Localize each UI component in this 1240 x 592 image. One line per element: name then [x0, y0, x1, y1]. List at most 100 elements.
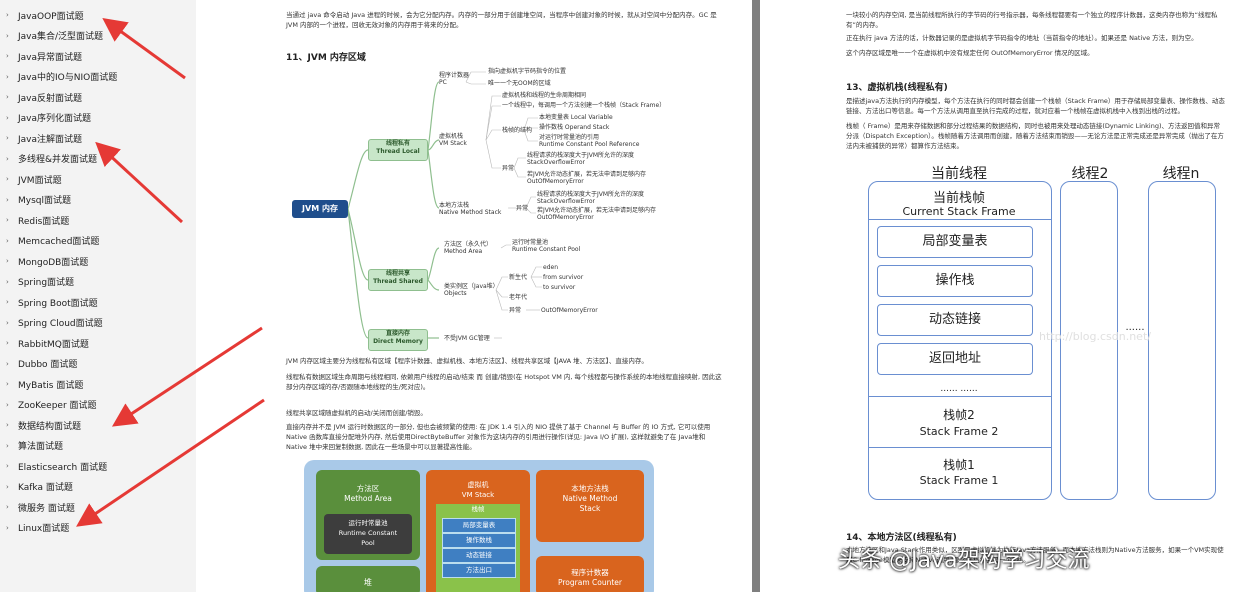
mm-vs-3a: 本地变量表 Local Variable	[539, 114, 613, 121]
frame1-divider-top	[868, 447, 1052, 448]
mm-heap-ex: 异常	[509, 307, 522, 314]
mindmap-root: JVM 内存	[292, 200, 348, 218]
diagram-frame-label: 栈帧	[471, 505, 485, 513]
label-frame1-en: Stack Frame 1	[919, 474, 999, 487]
sidebar-item[interactable]: › ZooKeeper 面试题	[6, 397, 97, 413]
sidebar-item[interactable]: ›Dubbo 面试题	[6, 356, 77, 372]
chevron-right-icon[interactable]: ›	[6, 52, 9, 60]
chevron-right-icon[interactable]: ›	[6, 523, 9, 532]
diagram-method-area-label: 方法区 Method Area	[344, 484, 392, 503]
stack-frame-item: 局部变量表	[877, 226, 1033, 258]
paragraph-14: 本地方法区和Java Stack作用类似，区别是虚拟机栈为执行Java方法服务，…	[846, 546, 1224, 564]
diagram-frame-item: 动态链接	[442, 548, 516, 563]
mm-vs-4b: 若JVM允许动态扩展，若无法申请到足够内存 OutOfMemoryError	[527, 171, 647, 185]
chevron-right-icon[interactable]: ›	[6, 154, 9, 163]
sidebar-item[interactable]: › 微服务 面试题	[6, 499, 75, 515]
chevron-right-icon[interactable]: ›	[6, 175, 9, 183]
chevron-right-icon[interactable]: ›	[6, 134, 9, 142]
sidebar-item[interactable]: ›Spring面试题	[6, 274, 74, 290]
chevron-right-icon[interactable]: ›	[6, 236, 9, 245]
diagram-rcp-box: 运行时常量池 Runtime Constant Pool	[324, 514, 412, 554]
sidebar-item[interactable]: › JavaOOP面试题	[6, 7, 84, 23]
sidebar-item[interactable]: ›Java注解面试题	[6, 130, 82, 146]
mm-vs-3c: 对运行时常量池的引用 Runtime Constant Pool Referen…	[539, 134, 640, 148]
sidebar-item[interactable]: › Kafka 面试题	[6, 479, 73, 495]
chevron-right-icon[interactable]: ›	[6, 503, 9, 511]
mindmap-direct-memory: 直接内存 Direct Memory	[368, 329, 428, 351]
label-current-frame: 当前栈帧	[932, 191, 985, 206]
chevron-right-icon[interactable]: ›	[6, 441, 9, 450]
chevron-right-icon[interactable]: ›	[6, 195, 9, 204]
sidebar-item-label: Mysql面试题	[18, 196, 71, 206]
label-dots2: ......	[1125, 322, 1145, 333]
mm-nm-1: 异常	[516, 205, 529, 212]
chevron-right-icon[interactable]: ›	[6, 277, 9, 286]
label-frame2-en: Stack Frame 2	[919, 425, 999, 438]
sidebar-item[interactable]: › 多线程&并发面试题	[6, 151, 97, 167]
sidebar-item-label: JVM面试题	[18, 175, 62, 186]
sidebar-item[interactable]: › 数据结构面试题	[6, 417, 81, 433]
sidebar-item-label: Java反射面试题	[18, 93, 83, 104]
section-title-14: 14、本地方法区(线程私有)	[846, 533, 957, 543]
mm-nm-1b: 若JVM允许动态扩展，若无法申请到足够内存 OutOfMemoryError	[537, 207, 657, 221]
sidebar-item-label: Java集合/泛型面试题	[18, 32, 104, 42]
chevron-right-icon[interactable]: ›	[6, 216, 9, 224]
sidebar-item[interactable]: ›Spring Cloud面试题	[6, 315, 103, 331]
mm-vs-4: 异常	[502, 165, 515, 172]
sidebar-item[interactable]: ›Memcached面试题	[6, 233, 99, 249]
mindmap-thread-local: 线程私有 Thread Local	[368, 139, 428, 161]
sidebar-item-label: 多线程&并发面试题	[18, 155, 98, 165]
sidebar-item[interactable]: › MyBatis 面试题	[6, 376, 83, 392]
diagram-pc: 程序计数器 Program Counter	[536, 556, 644, 592]
sidebar-item[interactable]: ›算法面试题	[6, 438, 63, 454]
chevron-right-icon[interactable]: ›	[6, 11, 9, 19]
sidebar-item[interactable]: ›Linux面试题	[6, 520, 69, 536]
sidebar-item[interactable]: ›Elasticsearch 面试题	[6, 458, 107, 474]
chevron-right-icon[interactable]: ›	[6, 380, 9, 388]
mindmap-connectors	[347, 71, 542, 339]
mm-vm-stack: 虚拟机栈 VM Stack	[439, 133, 467, 147]
chevron-right-icon[interactable]: ›	[6, 257, 9, 265]
right-top-1: 一块较小的内存空间, 是当前线程所执行的字节码的行号指示器，每条线程都要有一个独…	[846, 11, 1218, 29]
chevron-right-icon[interactable]: ›	[6, 421, 9, 429]
chevron-right-icon[interactable]: ›	[6, 482, 9, 491]
sidebar-item[interactable]: ›MongoDB面试题	[6, 253, 88, 269]
mm-to: to survivor	[543, 284, 576, 291]
chevron-right-icon[interactable]: ›	[6, 400, 9, 409]
chevron-right-icon[interactable]: ›	[6, 462, 9, 470]
sidebar-item-label: 微服务 面试题	[18, 503, 75, 514]
mm-heap-oom: OutOfMemoryError	[541, 307, 598, 314]
chevron-right-icon[interactable]: ›	[6, 318, 9, 327]
sidebar-item-label: Java序列化面试题	[18, 114, 92, 124]
sidebar-item-label: JavaOOP面试题	[18, 11, 84, 22]
threadn-stack	[1148, 181, 1216, 500]
chevron-right-icon[interactable]: ›	[6, 339, 9, 347]
sidebar-item[interactable]: › RabbitMQ面试题	[6, 335, 89, 351]
chevron-right-icon[interactable]: ›	[6, 113, 9, 122]
chevron-right-icon[interactable]: ›	[6, 93, 9, 101]
sidebar-item[interactable]: ›Spring Boot面试题	[6, 294, 98, 310]
mm-vs-3b: 操作数栈 Operand Stack	[539, 124, 610, 131]
stack-frame-item: 动态链接	[877, 304, 1033, 336]
sidebar-item[interactable]: › Mysql面试题	[6, 192, 71, 208]
sidebar-item-label: Kafka 面试题	[18, 483, 73, 493]
chevron-right-icon[interactable]: ›	[6, 31, 9, 40]
chevron-right-icon[interactable]: ›	[6, 72, 9, 81]
sidebar-item-label: RabbitMQ面试题	[18, 339, 89, 350]
sidebar-item[interactable]: › Java反射面试题	[6, 89, 82, 105]
sidebar-item-label: 数据结构面试题	[18, 421, 82, 432]
label-thread2: 线程2	[1071, 166, 1109, 182]
sidebar-item[interactable]: ›Java中的IO与NIO面试题	[6, 69, 117, 85]
sidebar-item-label: MyBatis 面试题	[18, 380, 84, 391]
label-frame1: 栈帧1	[943, 458, 975, 472]
chevron-right-icon[interactable]: ›	[6, 298, 9, 306]
sidebar-item[interactable]: ›Java异常面试题	[6, 48, 82, 64]
sidebar: › JavaOOP面试题 › Java集合/泛型面试题 ›Java异常面试题 ›Java中…	[0, 0, 197, 592]
sidebar-item[interactable]: › Java序列化面试题	[6, 110, 91, 126]
mm-young: 新生代	[509, 274, 528, 281]
sidebar-item[interactable]: › JVM面试题	[6, 171, 62, 187]
sidebar-item[interactable]: › Java集合/泛型面试题	[6, 28, 103, 44]
sidebar-item-label: ZooKeeper 面试题	[18, 401, 97, 411]
chevron-right-icon[interactable]: ›	[6, 359, 9, 368]
sidebar-item[interactable]: ›Redis面试题	[6, 212, 69, 228]
